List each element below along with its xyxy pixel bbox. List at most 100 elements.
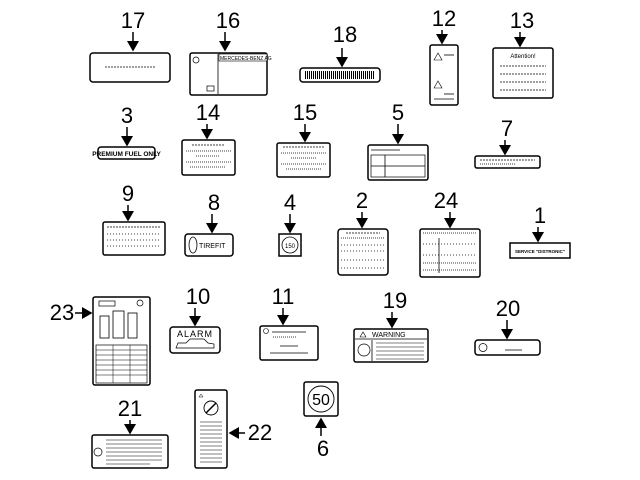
part-21[interactable]: 21	[91, 396, 169, 469]
prohibited-slash	[205, 402, 217, 414]
prohibited-icon	[203, 400, 219, 416]
label-3	[97, 146, 156, 160]
part-19[interactable]: 19 WARNING	[353, 288, 429, 363]
label-2	[337, 228, 389, 276]
callout-22: 22	[248, 420, 272, 445]
diagram-box	[99, 315, 110, 339]
callout-10: 10	[186, 284, 210, 309]
fine-print-lines	[200, 421, 222, 463]
label-header-box	[98, 300, 116, 307]
part-11[interactable]: 11	[259, 284, 319, 361]
part-5[interactable]: 5	[367, 100, 429, 181]
label-14	[181, 139, 236, 176]
mercedes-star-icon	[263, 328, 269, 334]
label-10	[169, 326, 221, 354]
callout-7: 7	[501, 116, 513, 141]
callout-4: 4	[284, 190, 296, 215]
speed-150-text: 150	[285, 244, 296, 250]
car-icon	[175, 338, 215, 349]
callout-2: 2	[356, 188, 368, 213]
part-18[interactable]: 18	[299, 22, 381, 83]
diagram-box	[127, 312, 138, 339]
callout-20: 20	[496, 296, 520, 321]
callout-12: 12	[432, 6, 456, 31]
label-7	[474, 155, 541, 169]
label-11	[259, 325, 319, 361]
callout-13: 13	[510, 8, 534, 33]
part-16[interactable]: 16 MERCEDES-BENZ AG	[189, 8, 272, 96]
fine-print-lines	[106, 439, 162, 465]
callout-23: 23	[50, 300, 74, 325]
part-10[interactable]: 10 ALARM	[169, 284, 221, 354]
tirefit-text: TIREFIT	[199, 243, 226, 250]
callout-8: 8	[208, 190, 220, 215]
callout-5: 5	[392, 100, 404, 125]
part-3[interactable]: 3 PREMIUM FUEL ONLY	[92, 103, 161, 160]
callout-24: 24	[434, 188, 458, 213]
warning-triangle-icon	[433, 52, 443, 61]
part-15[interactable]: 15	[276, 100, 331, 178]
fine-print-lines	[376, 342, 424, 360]
label-12	[429, 44, 459, 106]
label-header-box	[218, 53, 268, 62]
part-20[interactable]: 20	[474, 296, 541, 356]
diagram-box	[112, 310, 125, 339]
callout-18: 18	[333, 22, 357, 47]
prohibited-icon	[478, 343, 488, 352]
label-6	[303, 381, 339, 417]
label-1	[509, 242, 571, 259]
callout-3: 3	[121, 103, 133, 128]
mercedes-star-icon	[136, 299, 144, 307]
part-14[interactable]: 14	[181, 100, 236, 176]
callout-9: 9	[122, 181, 134, 206]
callout-15: 15	[293, 100, 317, 125]
label-5	[367, 144, 429, 181]
part-24[interactable]: 24	[419, 188, 481, 278]
part-22[interactable]: 22	[194, 389, 272, 469]
attention-text: Attention!	[510, 54, 536, 60]
callout-17: 17	[121, 8, 145, 33]
alarm-text: ALARM	[177, 329, 213, 339]
service-text: SERVICE "DISTRONIC"	[515, 249, 565, 254]
speed-50-text: 50	[312, 392, 330, 409]
tire-icon	[188, 236, 198, 254]
label-8	[184, 233, 234, 257]
callout-14: 14	[196, 100, 220, 125]
callout-11: 11	[272, 284, 295, 309]
part-6[interactable]: 50 6	[303, 381, 339, 461]
label-small-box	[206, 85, 215, 92]
warning-icon	[359, 331, 367, 338]
part-23[interactable]: 23	[50, 296, 151, 386]
callout-21: 21	[118, 396, 142, 421]
label-17	[89, 52, 171, 83]
part-8[interactable]: 8 TIREFIT	[184, 190, 234, 257]
callout-19: 19	[383, 288, 407, 313]
label-13	[492, 47, 554, 99]
premium-fuel-text: PREMIUM FUEL ONLY	[92, 151, 161, 158]
part-9[interactable]: 9	[102, 181, 166, 256]
label-23	[92, 296, 151, 386]
part-2[interactable]: 2	[337, 188, 389, 276]
label-16	[189, 52, 268, 96]
label-20	[474, 339, 541, 356]
part-12[interactable]: 12	[429, 6, 459, 106]
part-1[interactable]: 1 SERVICE "DISTRONIC"	[509, 203, 571, 259]
label-table-grid	[95, 344, 148, 384]
mercedes-star-icon	[192, 56, 200, 64]
callout-1: 1	[534, 203, 546, 228]
speed-sign-ring	[281, 236, 299, 254]
callout-16: 16	[216, 8, 240, 33]
warning-triangle-icon	[198, 393, 204, 398]
mercedes-text: MERCEDES-BENZ AG	[220, 56, 272, 62]
prohibited-icon	[93, 447, 103, 457]
callout-6: 6	[317, 436, 329, 461]
warning-triangle-icon	[433, 80, 443, 89]
part-7[interactable]: 7	[474, 116, 541, 169]
table-grid-lines	[96, 345, 147, 383]
label-19	[353, 328, 429, 363]
part-17[interactable]: 17	[89, 8, 171, 83]
part-13[interactable]: 13 Attention!	[492, 8, 554, 99]
part-4[interactable]: 4 150	[278, 190, 302, 257]
label-24	[419, 228, 481, 278]
